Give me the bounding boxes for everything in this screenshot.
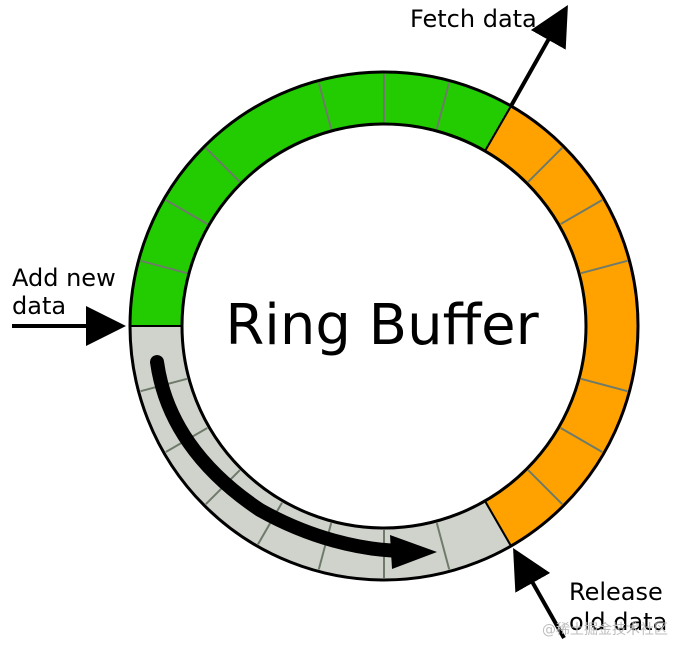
fetch-data-label: Fetch data — [410, 5, 537, 33]
diagram-title: Ring Buffer — [225, 293, 539, 358]
release-data-label-line2: old data — [569, 608, 667, 636]
ring-inner-outline — [180, 122, 588, 530]
slot-divider — [527, 469, 563, 505]
direction-arrow-head — [390, 535, 437, 569]
slot-divider — [205, 147, 241, 183]
ring — [130, 71, 639, 581]
slot-divider — [580, 259, 628, 275]
slot-divider — [560, 427, 603, 453]
slot-divider — [435, 522, 451, 570]
add-data-label-line2: data — [12, 292, 66, 320]
slot-divider — [435, 82, 451, 130]
release-data-arrow — [513, 548, 566, 639]
slot-divider — [580, 377, 628, 393]
slot-divider — [317, 522, 333, 570]
filled-slots-segment — [130, 71, 511, 327]
slot-divider — [165, 199, 208, 225]
boundary-line — [484, 500, 512, 547]
add-data-label-line1: Add new — [12, 264, 116, 292]
slot-divider — [560, 199, 603, 225]
watermark: @稀土掘金技术社区 — [542, 622, 668, 638]
slot-divider — [257, 502, 283, 545]
slot-divider — [527, 147, 563, 183]
free-slots-segment — [130, 326, 511, 581]
boundary-line — [484, 105, 512, 152]
slot-divider — [140, 259, 188, 275]
slot-divider — [317, 82, 333, 130]
segment-boundaries — [130, 105, 512, 547]
ring-outer-outline — [128, 70, 640, 582]
fetch-data-arrow — [509, 5, 568, 107]
direction-arrow — [150, 355, 409, 558]
release-data-label-line1: Release — [569, 578, 663, 606]
fetched-slots-segment — [485, 106, 639, 546]
